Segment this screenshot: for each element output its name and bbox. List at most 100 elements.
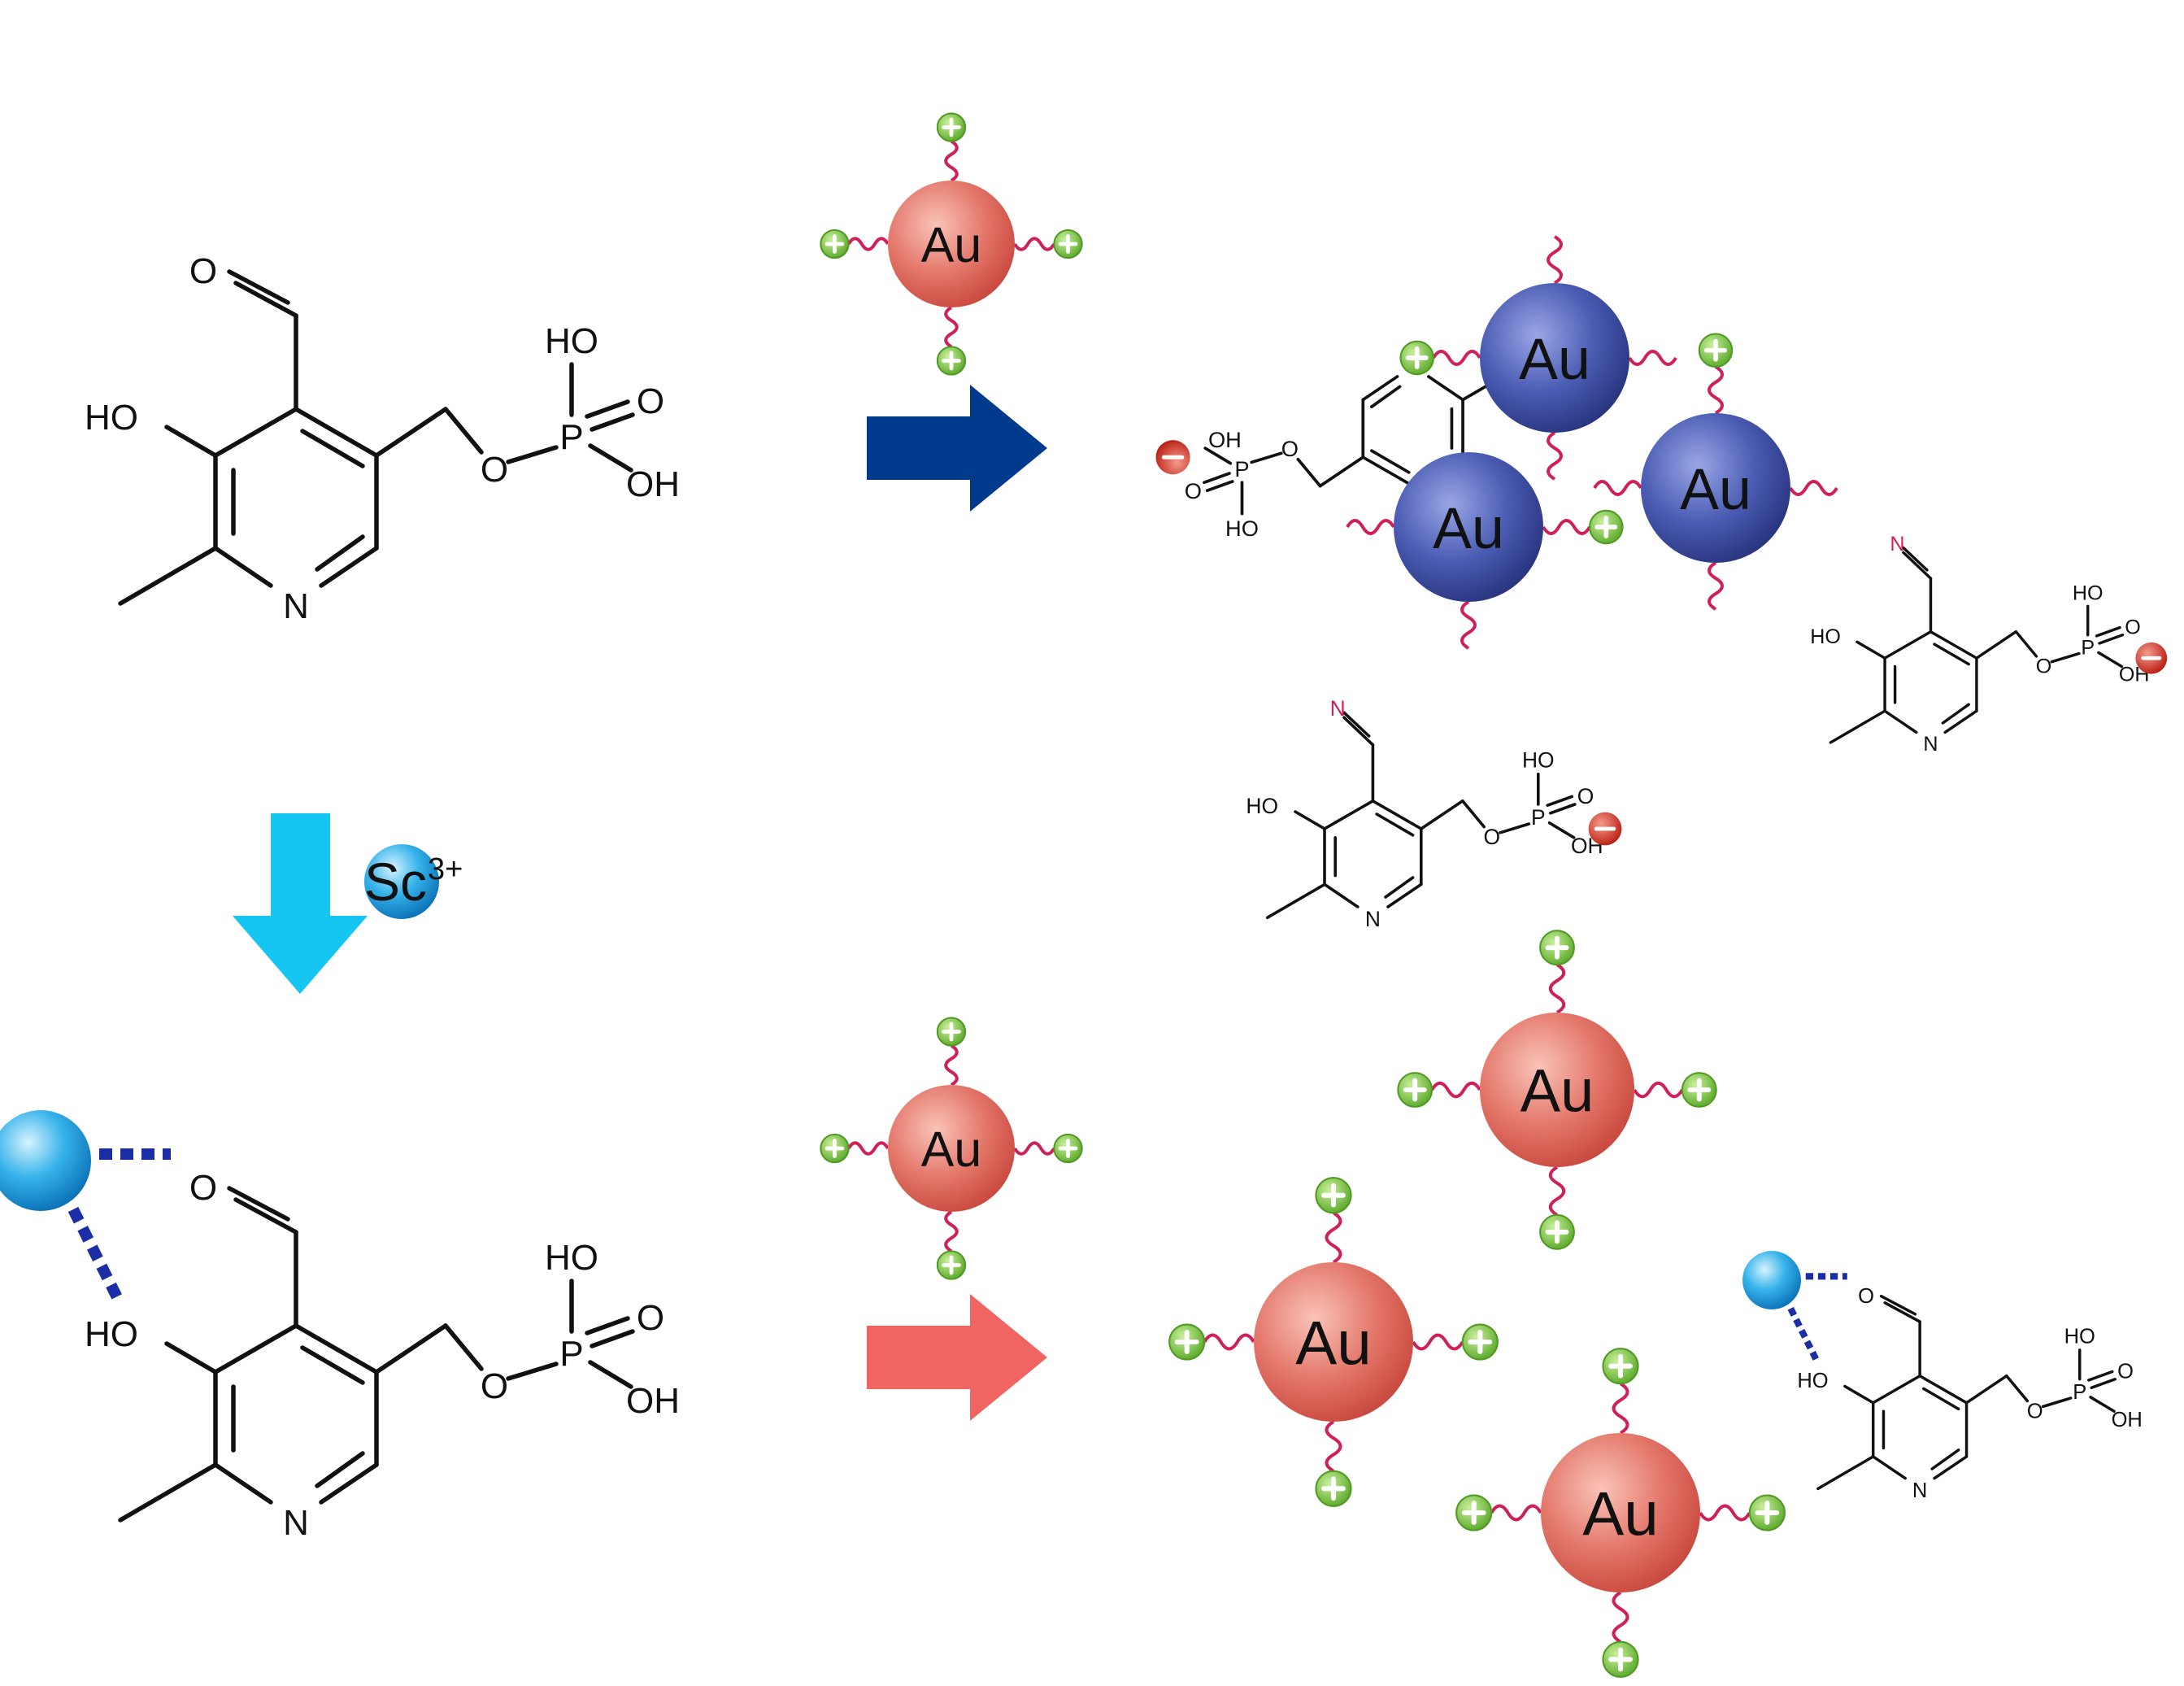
ligand-chain — [1612, 1382, 1629, 1435]
bond-line — [1941, 703, 1970, 725]
positive-charge-icon — [1539, 930, 1575, 966]
bond-line — [1964, 1374, 2008, 1405]
bond-line — [1296, 457, 1322, 488]
negative-charge-icon — [2135, 642, 2168, 674]
ester-o-label: O — [481, 1366, 508, 1406]
bond-line — [1549, 803, 1577, 815]
bond-line — [443, 407, 484, 455]
bond-line — [213, 1462, 273, 1505]
hydroxyl-label: HO — [1797, 1370, 1828, 1392]
dispersion-arrow — [867, 1294, 1047, 1421]
ester-o-label: O — [2027, 1400, 2043, 1422]
ligand-chain — [1633, 1081, 1684, 1099]
gold-nanoparticle — [888, 181, 1015, 307]
ester-o-label: O — [1484, 825, 1501, 849]
sc-ion-sphere — [0, 1110, 91, 1211]
double-bond-line — [1342, 711, 1371, 738]
bond-line — [1203, 472, 1231, 485]
positive-charge-icon — [1455, 1494, 1493, 1531]
bond-line — [213, 1323, 298, 1375]
au-np-aggregate-2: Au — [1346, 452, 1624, 650]
ligand-chain — [1490, 1504, 1542, 1522]
au-np-aggregate-1: Au — [1399, 235, 1677, 481]
ligand-chain — [944, 139, 959, 182]
phosphate-ho-label: HO — [545, 1238, 598, 1278]
bond-line — [1203, 447, 1233, 465]
bond-line — [319, 546, 379, 588]
ligand-chain — [944, 306, 959, 349]
bond-line — [1829, 709, 1886, 744]
sc-ion-charge: 3+ — [428, 852, 463, 887]
bond-line — [1427, 375, 1464, 402]
positive-charge-icon — [1602, 1640, 1639, 1678]
ligand-chain — [1013, 237, 1056, 251]
hydroxyl-label: HO — [1810, 625, 1841, 648]
ligand-chain — [1346, 519, 1395, 535]
double-bond-line — [1902, 546, 1929, 572]
phosphate-ho-label: HO — [1225, 516, 1259, 541]
bond-line — [315, 534, 365, 572]
bond-line — [2095, 625, 2121, 638]
ligand-chain — [1593, 480, 1642, 496]
aggregation-arrow — [867, 385, 1047, 512]
ligand-chain — [1708, 561, 1724, 611]
bond-line — [233, 281, 298, 318]
phosphate-oh-label: OH — [626, 464, 680, 504]
phosphate-o-label: O — [637, 1298, 664, 1338]
ligand-chain — [1789, 480, 1838, 496]
ester-o-label: O — [1281, 436, 1299, 461]
phosphate-o-label: O — [2117, 1361, 2134, 1383]
bond-line — [1933, 1455, 1969, 1480]
bond-line — [1461, 799, 1486, 829]
au-np-dispersed-1: Au — [1397, 930, 1717, 1250]
au-label: Au — [1582, 1479, 1659, 1549]
aldehyde-o-label: O — [189, 251, 217, 291]
au-np-reagent-bottom: Au — [820, 1017, 1083, 1280]
sc-ion-sphere — [1742, 1251, 1801, 1309]
bond-line — [1323, 799, 1375, 830]
bond-line — [1883, 709, 1918, 734]
ligand-chain — [1542, 519, 1591, 535]
phosphorus-label: P — [559, 417, 583, 457]
positive-charge-icon — [936, 346, 967, 376]
bond-line — [1918, 1374, 1969, 1405]
sc-addition-arrow — [233, 813, 368, 994]
bond-line — [213, 546, 273, 588]
ligand-chain — [1548, 963, 1566, 1014]
bond-line — [1266, 882, 1326, 920]
ligand-chain — [1699, 1504, 1751, 1522]
positive-charge-icon — [1315, 1177, 1352, 1214]
ligand-chain — [1325, 1211, 1342, 1264]
bond-line — [1975, 630, 2018, 660]
phosphate-ho-label: HO — [1522, 747, 1555, 772]
double-bond-line — [227, 269, 290, 305]
negative-charge-icon — [1155, 440, 1190, 475]
bond-line — [374, 1323, 448, 1375]
bond-line — [588, 1360, 633, 1389]
phosphorus-label: P — [559, 1334, 583, 1374]
positive-charge-icon — [1053, 229, 1083, 259]
ester-o-label: O — [2036, 655, 2052, 677]
bond-line — [1856, 640, 1886, 660]
ester-o-label: O — [481, 450, 508, 490]
bond-line — [1546, 795, 1574, 808]
bond-line — [506, 1361, 559, 1381]
ring-n-label: N — [1912, 1479, 1927, 1502]
coordination-bond-hydroxyl — [67, 1206, 124, 1302]
bond-line — [2014, 630, 2038, 658]
gold-nanoparticle-aggregated — [1394, 452, 1543, 602]
ligand-chain — [1548, 1165, 1566, 1217]
bond-line — [1342, 716, 1375, 747]
au-label: Au — [1295, 1309, 1372, 1378]
bond-line — [2041, 1396, 2073, 1409]
gold-nanoparticle — [888, 1085, 1015, 1212]
bond-line — [1318, 455, 1365, 488]
phosphate-ho-label: HO — [545, 321, 598, 361]
bond-line — [1843, 1384, 1875, 1405]
positive-charge-icon — [820, 1133, 850, 1164]
bond-line — [2050, 651, 2081, 664]
bond-line — [294, 407, 379, 458]
double-bond-line — [227, 1186, 290, 1222]
